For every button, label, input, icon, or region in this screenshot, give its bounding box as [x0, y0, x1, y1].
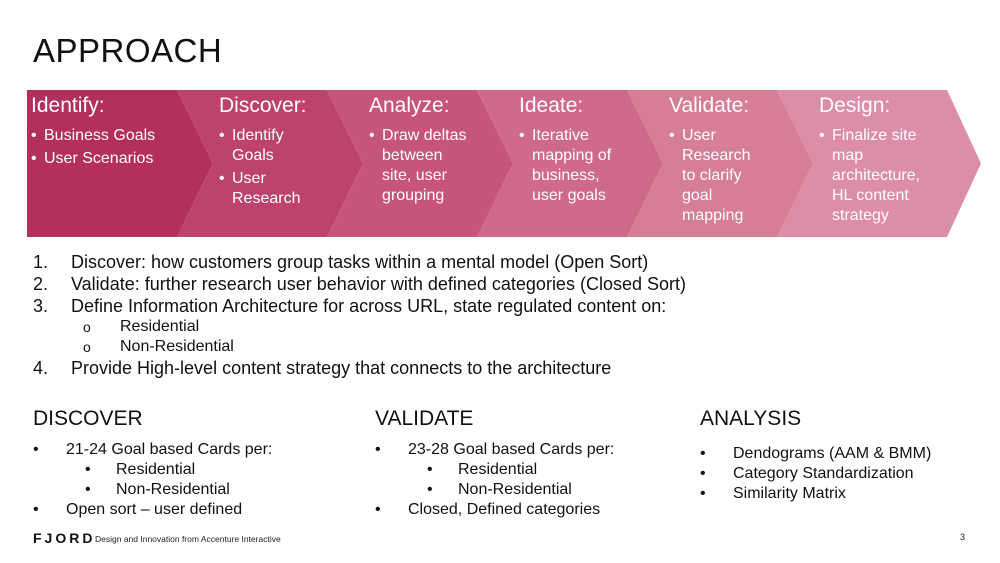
chevron-validate: Validate: User Research to clarify goal … — [627, 90, 831, 237]
validate-column: VALIDATE •23-28 Goal based Cards per: •R… — [375, 406, 675, 520]
sub-bullet-item: •Residential — [427, 461, 538, 478]
bullet-item: •23-28 Goal based Cards per: — [375, 441, 615, 458]
chevron-heading: Identify: — [31, 94, 105, 117]
bullet-text: Category Standardization — [733, 465, 914, 482]
column-heading: VALIDATE — [375, 407, 474, 430]
list-item: 2. Validate: further research user behav… — [33, 273, 933, 295]
footer-tagline: Design and Innovation from Accenture Int… — [95, 534, 281, 544]
step-number: 4. — [33, 358, 49, 378]
chevron-heading: Ideate: — [519, 94, 584, 117]
bullet-text: Dendograms (AAM & BMM) — [733, 445, 932, 462]
step-number: 1. — [33, 252, 49, 272]
bullet-text: Non-Residential — [458, 481, 572, 498]
sub-list-item: o Residential — [33, 317, 933, 337]
chevron-discover: Discover: Identify Goals User Research — [177, 90, 381, 237]
column-heading: DISCOVER — [33, 407, 143, 430]
approach-steps-list: 1. Discover: how customers group tasks w… — [33, 251, 933, 379]
step-text: Discover: how customers group tasks with… — [71, 252, 649, 272]
step-number: 2. — [33, 274, 49, 294]
column-heading: ANALYSIS — [700, 407, 802, 430]
sub-bullet-item: •Residential — [85, 461, 196, 478]
chevron-bullet: Identify Goals — [219, 126, 319, 166]
sub-bullet-marker: o — [83, 339, 91, 355]
chevron-design: Design: Finalize site map architecture, … — [777, 90, 981, 237]
chevron-identify: Identify: Business Goals User Scenarios — [27, 90, 231, 237]
sub-bullet-item: •Non-Residential — [427, 481, 572, 498]
bullet-text: Residential — [458, 461, 538, 478]
step-text: Validate: further research user behavior… — [71, 274, 686, 294]
bullet-text: Similarity Matrix — [733, 485, 846, 502]
page-number: 3 — [960, 532, 966, 542]
fjord-logo: FJORD — [33, 530, 96, 546]
chevron-ideate: Ideate: Iterative mapping of business, u… — [477, 90, 681, 237]
slide-title: APPROACH — [33, 32, 223, 69]
bullet-item: •Category Standardization — [700, 465, 914, 482]
bullet-text: Open sort – user defined — [66, 501, 243, 518]
chevron-heading: Design: — [819, 94, 891, 117]
chevron-bullet: User Research to clarify goal mapping — [669, 126, 764, 226]
chevron-bullet: User Scenarios — [31, 149, 181, 169]
step-number: 3. — [33, 296, 49, 316]
sub-list-item: o Non-Residential — [33, 337, 933, 357]
chevron-heading: Validate: — [669, 94, 750, 117]
sub-bullet-marker: o — [83, 319, 91, 335]
chevron-bullet: User Research — [219, 169, 319, 209]
bullet-item: •Dendograms (AAM & BMM) — [700, 445, 932, 462]
bullet-item: •Open sort – user defined — [33, 501, 243, 518]
list-item: 1. Discover: how customers group tasks w… — [33, 251, 933, 273]
bullet-item: •Closed, Defined categories — [375, 501, 601, 518]
chevron-bullet: Iterative mapping of business, user goal… — [519, 126, 619, 206]
chevron-bullet: Draw deltas between site, user grouping — [369, 126, 469, 206]
chevron-heading: Analyze: — [369, 94, 450, 117]
chevron-bullet: Finalize site map architecture, HL conte… — [819, 126, 934, 226]
analysis-column: ANALYSIS •Dendograms (AAM & BMM) •Catego… — [700, 406, 980, 504]
discover-column: DISCOVER •21-24 Goal based Cards per: •R… — [33, 406, 353, 520]
step-text: Provide High-level content strategy that… — [71, 358, 612, 378]
chevron-analyze: Analyze: Draw deltas between site, user … — [327, 90, 531, 237]
chevron-bullet: Business Goals — [31, 126, 181, 146]
bullet-item: •21-24 Goal based Cards per: — [33, 441, 273, 458]
list-item: 4. Provide High-level content strategy t… — [33, 357, 933, 379]
process-chevron-bar: Identify: Business Goals User Scenarios … — [27, 90, 987, 237]
bullet-item: •Similarity Matrix — [700, 485, 846, 502]
bullet-text: Closed, Defined categories — [408, 501, 601, 518]
bullet-text: Residential — [116, 461, 196, 478]
sub-item-text: Residential — [120, 318, 200, 335]
step-text: Define Information Architecture for acro… — [71, 296, 667, 316]
bullet-text: Non-Residential — [116, 481, 230, 498]
list-item: 3. Define Information Architecture for a… — [33, 295, 933, 317]
chevron-heading: Discover: — [219, 94, 307, 117]
sub-bullet-item: •Non-Residential — [85, 481, 230, 498]
bullet-text: 21-24 Goal based Cards per: — [66, 441, 273, 458]
sub-item-text: Non-Residential — [120, 338, 234, 355]
bullet-text: 23-28 Goal based Cards per: — [408, 441, 615, 458]
